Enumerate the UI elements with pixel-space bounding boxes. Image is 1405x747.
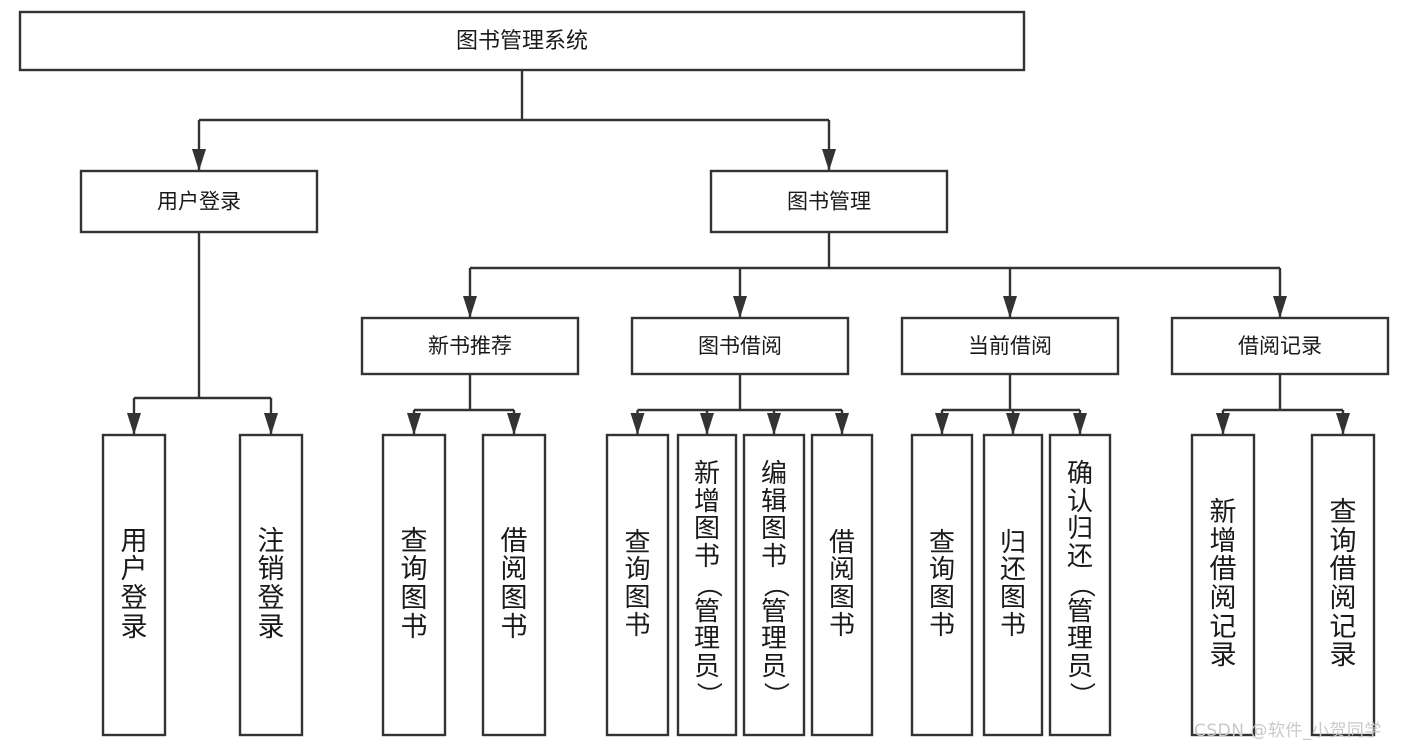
node-box-leaf-edit-book[interactable]: [742, 433, 806, 737]
node-box-leaf-return-book[interactable]: [982, 433, 1044, 737]
node-box-borrow-record[interactable]: [1170, 316, 1390, 376]
arrow-head-icon: [407, 413, 421, 435]
arrow-head-icon: [192, 149, 206, 171]
arrow-head-icon: [507, 413, 521, 435]
arrow-head-icon: [1006, 413, 1020, 435]
node-box-leaf-query-book-1[interactable]: [381, 433, 447, 737]
arrow-head-icon: [700, 413, 714, 435]
node-box-root[interactable]: [18, 10, 1026, 72]
node-boxes-layer: [18, 10, 1390, 737]
node-box-current-borrow[interactable]: [900, 316, 1120, 376]
arrow-head-icon: [822, 149, 836, 171]
arrow-head-icon: [1273, 296, 1287, 318]
node-box-new-book-recommend[interactable]: [360, 316, 580, 376]
node-box-leaf-user-login[interactable]: [101, 433, 167, 737]
watermark-text: CSDN @软件_小贺同学: [1194, 721, 1382, 741]
node-label-book-borrow: 图书借阅: [698, 334, 782, 358]
arrow-head-icon: [1003, 296, 1017, 318]
arrow-head-icon: [835, 413, 849, 435]
node-label-root: 图书管理系统: [456, 29, 588, 54]
node-box-leaf-query-record[interactable]: [1310, 433, 1376, 737]
arrow-head-icon: [1216, 413, 1230, 435]
arrow-head-icon: [630, 413, 645, 435]
node-box-leaf-add-book[interactable]: [676, 433, 738, 737]
connectors-layer: [127, 70, 1350, 435]
node-box-leaf-add-record[interactable]: [1190, 433, 1256, 737]
node-label-borrow-record: 借阅记录: [1238, 334, 1322, 358]
arrow-head-icon: [1073, 413, 1087, 435]
node-box-book-borrow[interactable]: [630, 316, 850, 376]
node-box-leaf-logout[interactable]: [238, 433, 304, 737]
arrow-head-icon: [264, 413, 278, 435]
node-label-current-borrow: 当前借阅: [968, 334, 1052, 358]
node-box-book-manage[interactable]: [709, 169, 949, 234]
arrow-head-icon: [935, 413, 949, 435]
node-box-leaf-borrow-book-1[interactable]: [481, 433, 547, 737]
arrow-head-icon: [767, 413, 781, 435]
node-box-leaf-query-book-3[interactable]: [910, 433, 974, 737]
node-box-leaf-borrow-book-2[interactable]: [810, 433, 874, 737]
arrow-head-icon: [127, 413, 141, 435]
node-box-user-login[interactable]: [79, 169, 319, 234]
node-box-leaf-confirm-return[interactable]: [1048, 433, 1112, 737]
node-box-leaf-query-book-2[interactable]: [605, 433, 670, 737]
node-label-new-book-recommend: 新书推荐: [428, 334, 512, 358]
arrow-head-icon: [733, 296, 747, 318]
arrow-head-icon: [463, 296, 477, 318]
arrow-head-icon: [1336, 413, 1350, 435]
node-label-user-login: 用户登录: [157, 190, 241, 214]
node-label-book-manage: 图书管理: [787, 190, 871, 214]
